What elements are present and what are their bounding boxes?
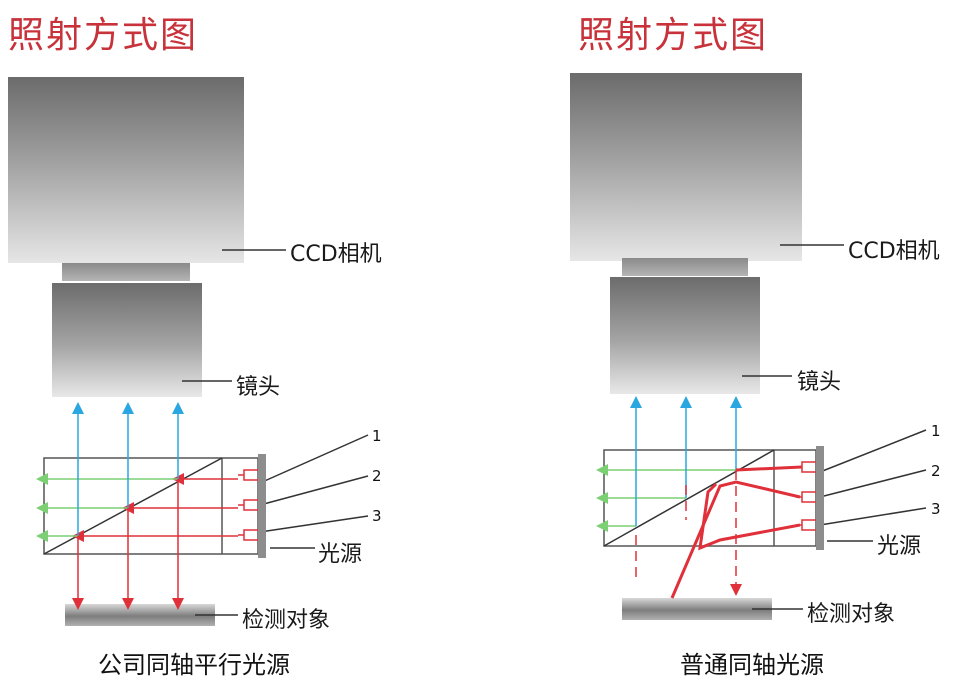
ccd-camera [8,77,244,263]
coaxial-housing [43,457,259,555]
lens-label: 镜头 [797,370,842,395]
panel-caption: 普通同轴光源 [680,651,824,679]
light-source-plate [816,446,824,550]
inspection-object-label: 检测对象 [242,608,331,633]
number-3: 3 [931,500,941,518]
number-3-leader [259,515,369,533]
number-2-leader [259,475,369,506]
inspection-object-label: 检测对象 [807,602,896,627]
light-source-plate [258,454,266,558]
scattered-red-rays [670,465,803,599]
number-1-leader [819,429,927,473]
number-2: 2 [931,462,941,480]
number-1: 1 [931,422,941,440]
ccd-camera-label: CCD相机 [290,242,382,267]
number-1-leader [259,434,369,484]
number-1: 1 [372,427,382,445]
lens-mount [62,263,190,281]
light-source-label: 光源 [877,534,922,559]
lens [610,277,760,394]
ccd-camera-label: CCD相机 [848,239,940,264]
number-2-leader [819,469,927,498]
panel-title: 照射方式图 [8,15,199,56]
led-emitters [238,469,258,541]
ccd-camera [570,73,802,261]
panel-caption: 公司同轴平行光源 [98,651,290,679]
lens-label: 镜头 [236,375,281,400]
number-2: 2 [372,467,382,485]
lens-mount [622,258,748,276]
lens [52,283,202,397]
light-source-label: 光源 [318,542,363,567]
number-3: 3 [372,507,382,525]
number-3-leader [819,507,927,526]
inspection-object [622,598,772,620]
panel-title: 照射方式图 [578,15,769,56]
